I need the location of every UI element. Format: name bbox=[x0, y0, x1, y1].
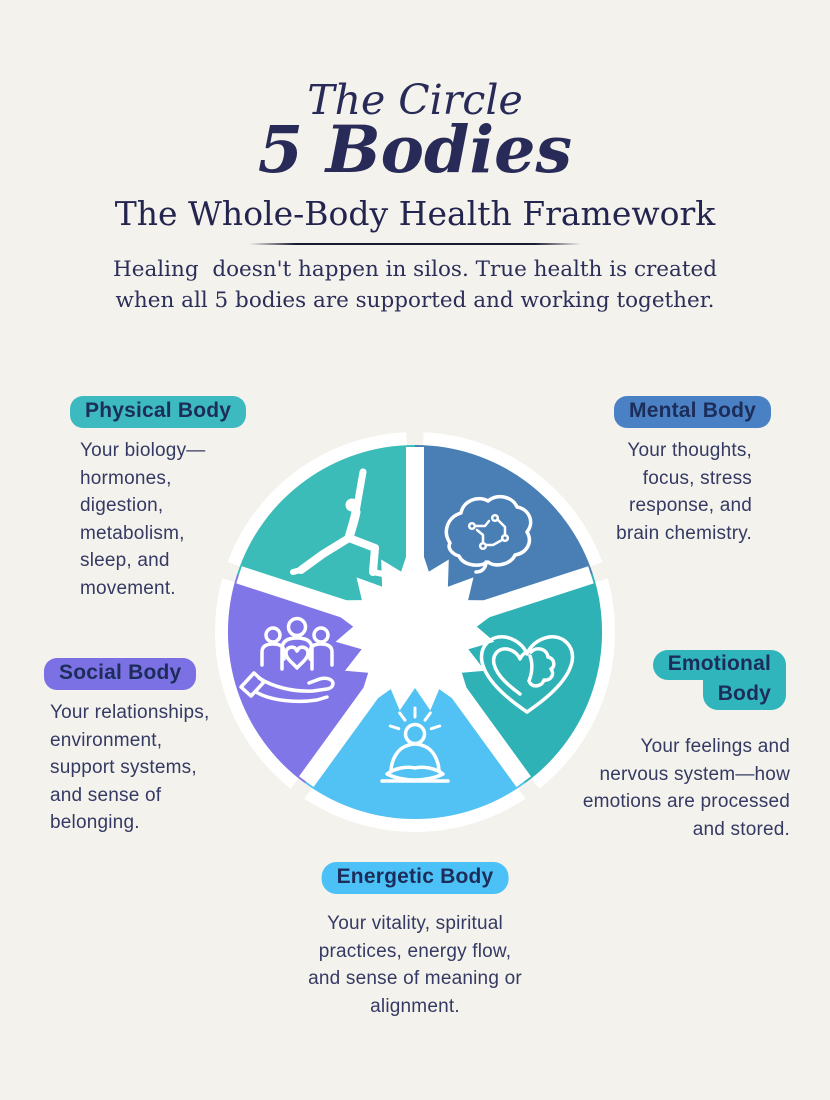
page-subtitle: The Whole-Body Health Framework bbox=[114, 194, 716, 233]
emotional-body-badge: Emotional Body bbox=[652, 650, 786, 710]
mental-body-badge: Mental Body bbox=[614, 396, 772, 428]
page-title: 5 Bodies bbox=[257, 112, 573, 188]
center-star bbox=[318, 530, 512, 715]
ring-arc-emotional bbox=[530, 578, 615, 789]
ring-arc-social bbox=[215, 578, 300, 789]
eyebrow-title: The Circle bbox=[307, 76, 523, 124]
social-body-description: Your relationships, environment, support… bbox=[50, 702, 210, 834]
social-body-badge: Social Body bbox=[44, 658, 197, 690]
mental-body-description: Your thoughts, focus, stress response, a… bbox=[616, 440, 752, 544]
five-bodies-wheel bbox=[195, 412, 635, 852]
divider-rule bbox=[249, 243, 581, 245]
emotional-body-badge-line2: Body bbox=[702, 680, 786, 710]
intro-paragraph: Healing doesn't happen in silos. True he… bbox=[113, 257, 717, 313]
wheel-svg bbox=[215, 432, 615, 832]
meditation-icon bbox=[380, 706, 450, 783]
energetic-body-description: Your vitality, spiritual practices, ener… bbox=[308, 913, 522, 1017]
ring-arc-energetic bbox=[304, 787, 526, 832]
brain-icon bbox=[444, 495, 533, 574]
outer-ring bbox=[215, 432, 615, 832]
emotional-body-badge-line1: Emotional bbox=[652, 650, 786, 680]
physical-body-description: Your biology— hormones, digestion, metab… bbox=[80, 440, 206, 599]
ring-arc-physical bbox=[227, 432, 407, 567]
ring-arc-mental bbox=[423, 432, 603, 567]
heart-brain-icon bbox=[479, 635, 575, 714]
energetic-body-badge: Energetic Body bbox=[321, 862, 509, 894]
emotional-body-description: Your feelings and nervous system—how emo… bbox=[582, 736, 790, 840]
physical-body-badge: Physical Body bbox=[70, 396, 247, 428]
group-care-icon bbox=[239, 616, 335, 704]
yoga-pose-icon bbox=[290, 468, 386, 577]
